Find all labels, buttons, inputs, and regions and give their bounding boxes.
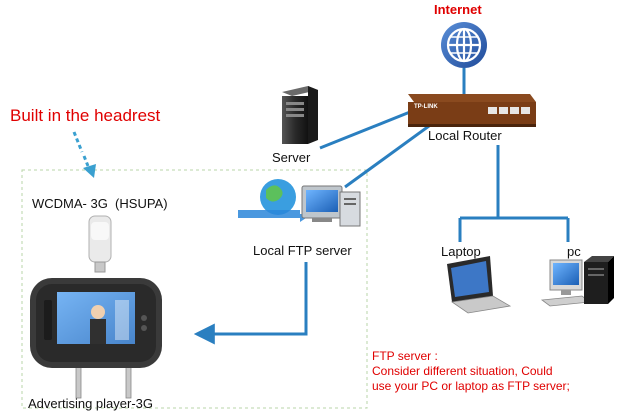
link-server-router: [319, 106, 421, 150]
headrest-boundary: [21, 169, 368, 409]
usb-modem-icon: [88, 215, 112, 273]
laptop-label: Laptop: [441, 244, 481, 259]
connection-lines: [193, 68, 570, 345]
laptop-icon: [447, 256, 512, 314]
headrest-label: Built in the headrest: [10, 106, 161, 125]
router-icon: [408, 94, 536, 127]
ftp-server-label: Local FTP server: [253, 243, 352, 258]
desktop-pc-icon: [540, 256, 614, 307]
modem-label: WCDMA- 3G (HSUPA): [32, 196, 168, 211]
link-ftp-router: [344, 116, 441, 189]
headrest-pointer: [72, 131, 90, 167]
router-brand-label: TP-LINK: [414, 104, 438, 110]
globe-icon: [441, 22, 487, 68]
internet-label: Internet: [434, 2, 482, 17]
router-label: Local Router: [428, 128, 502, 143]
pc-label: pc: [567, 244, 581, 259]
headrest-pointer-head: [83, 164, 96, 178]
headrest-monitor-icon: [30, 278, 162, 399]
ftp-note-line: use your PC or laptop as FTP server;: [372, 379, 570, 393]
server-label: Server: [272, 150, 311, 165]
ftp-note-line: Consider different situation, Could: [372, 364, 553, 378]
ftp-server-icon: [238, 179, 361, 227]
ftp-note-line: FTP server :: [372, 349, 438, 363]
server-tower-icon: [282, 86, 318, 144]
link-ftp-player: [193, 262, 308, 345]
player-label: Advertising player-3G: [28, 396, 153, 411]
